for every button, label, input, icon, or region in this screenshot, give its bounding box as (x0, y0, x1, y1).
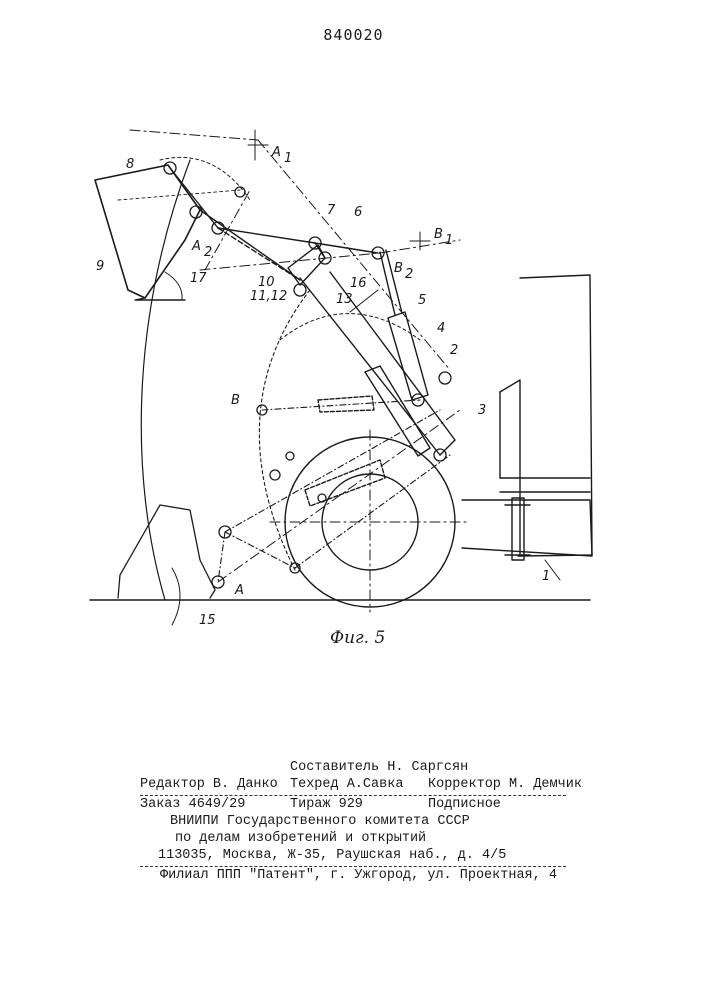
label-7: 7 (327, 203, 336, 218)
label-16: 16 (350, 276, 367, 291)
reference-lines (130, 130, 460, 582)
rule-1 (140, 795, 566, 796)
org-line-2: по делам изобретений и открытий (175, 831, 426, 846)
label-B2-sub: 2 (405, 267, 413, 282)
bucket-sweep-arc (141, 160, 190, 600)
label-9: 9 (96, 259, 104, 274)
label-17: 17 (190, 271, 207, 286)
label-15: 15 (199, 613, 216, 628)
label-A1: A (271, 145, 281, 160)
label-1: 1 (542, 569, 550, 584)
label-A2-sub: 2 (204, 245, 212, 260)
rule-2 (140, 866, 566, 867)
tractor-body (462, 275, 592, 580)
label-5: 5 (418, 293, 426, 308)
subscription-line: Подписное (428, 797, 501, 812)
order-line: Заказ 4649/29 (140, 797, 245, 812)
label-8: 8 (126, 157, 134, 172)
label-A2: A (191, 239, 201, 254)
label-B1: B (434, 227, 443, 242)
corrector-line: Корректор М. Демчик (428, 777, 582, 792)
label-B: B (231, 393, 240, 408)
figure-caption: Фиг. 5 (330, 628, 385, 648)
label-13: 13 (336, 292, 353, 307)
dim-16 (350, 290, 378, 312)
label-A: A (234, 583, 244, 598)
label-4: 4 (437, 321, 445, 336)
label-6: 6 (354, 205, 362, 220)
label-B2: B (394, 261, 403, 276)
pivot-pins (164, 162, 451, 588)
circulation-line: Тираж 929 (290, 797, 363, 812)
org-line-1: ВНИИПИ Государственного комитета СССР (170, 814, 470, 829)
angle-15-arc (172, 568, 180, 625)
label-11-12: 11,12 (250, 289, 287, 304)
label-A1-sub: 1 (284, 151, 292, 166)
editor-line: Редактор В. Данко (140, 777, 278, 792)
label-3: 3 (478, 403, 486, 418)
bucket-lowered (118, 505, 215, 598)
techred-line: Техред А.Савка (290, 777, 403, 792)
cylinder-lowered-2 (305, 460, 385, 506)
lift-arm (288, 245, 455, 455)
wheel (270, 430, 470, 612)
cylinder-lowered (318, 396, 374, 412)
label-B1-sub: 1 (445, 233, 453, 248)
compiler-line: Составитель Н. Саргсян (290, 760, 468, 775)
label-10: 10 (258, 275, 275, 290)
angle-17-arc (165, 272, 182, 300)
hydraulic-cylinder-lower (365, 366, 430, 456)
branch-line: Филиал ППП "Патент", г. Ужгород, ул. Про… (160, 868, 557, 883)
address-line: 113035, Москва, Ж-35, Раушская наб., д. … (158, 848, 506, 863)
label-2: 2 (450, 343, 458, 358)
